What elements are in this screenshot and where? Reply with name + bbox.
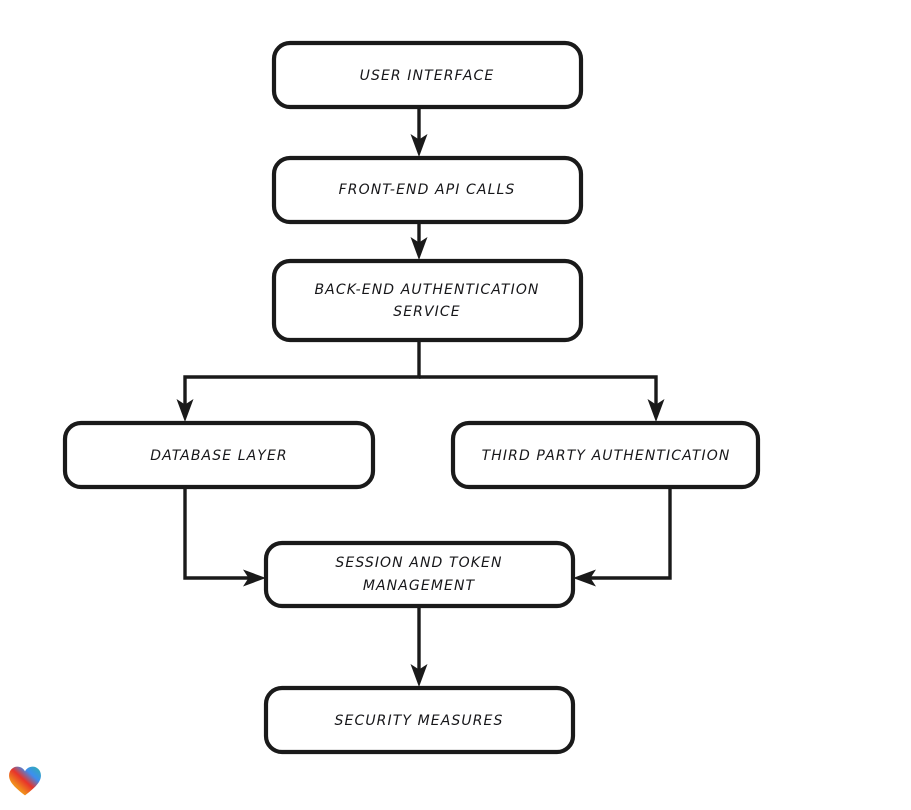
node-database-layer-shape[interactable] (62, 420, 376, 490)
edge-thirdparty-to-session (573, 487, 672, 587)
node-database-layer[interactable]: DATABASE LAYER (62, 420, 376, 490)
node-session-and-token-management-shape[interactable] (263, 540, 576, 609)
heart-logo-icon (9, 766, 41, 796)
edge-session-to-security (410, 606, 428, 687)
edge-ui-to-api (410, 107, 428, 157)
node-back-end-authentication-service-shape[interactable] (271, 258, 584, 343)
node-security-measures-shape[interactable] (263, 685, 576, 755)
node-session-and-token-management[interactable]: SESSION AND TOKEN MANAGEMENT (263, 540, 576, 609)
edge-api-to-backend (410, 222, 428, 260)
node-front-end-api-calls[interactable]: FRONT-END API CALLS (271, 155, 584, 225)
node-third-party-authentication-shape[interactable] (450, 420, 761, 490)
node-session-and-token-management-label-line1: SESSION AND TOKEN (335, 555, 502, 571)
node-security-measures-label: SECURITY MEASURES (335, 713, 504, 729)
node-back-end-authentication-service[interactable]: BACK-END AUTHENTICATION SERVICE (271, 258, 584, 343)
node-third-party-authentication[interactable]: THIRD PARTY AUTHENTICATION (450, 420, 761, 490)
node-database-layer-label: DATABASE LAYER (150, 448, 287, 464)
node-session-and-token-management-label-line2: MANAGEMENT (363, 578, 476, 594)
node-front-end-api-calls-label: FRONT-END API CALLS (339, 182, 516, 198)
node-back-end-authentication-service-label-line1: BACK-END AUTHENTICATION (314, 282, 539, 298)
node-user-interface-shape[interactable] (271, 40, 584, 110)
edge-backend-to-database (176, 340, 421, 422)
edge-database-to-session (183, 487, 266, 587)
node-security-measures[interactable]: SECURITY MEASURES (263, 685, 576, 755)
node-third-party-authentication-label: THIRD PARTY AUTHENTICATION (482, 448, 731, 464)
node-front-end-api-calls-shape[interactable] (271, 155, 584, 225)
node-back-end-authentication-service-label-line2: SERVICE (393, 304, 461, 320)
node-user-interface[interactable]: USER INTERFACE (271, 40, 584, 110)
node-user-interface-label: USER INTERFACE (360, 68, 495, 84)
edge-backend-to-thirdparty (419, 375, 665, 422)
